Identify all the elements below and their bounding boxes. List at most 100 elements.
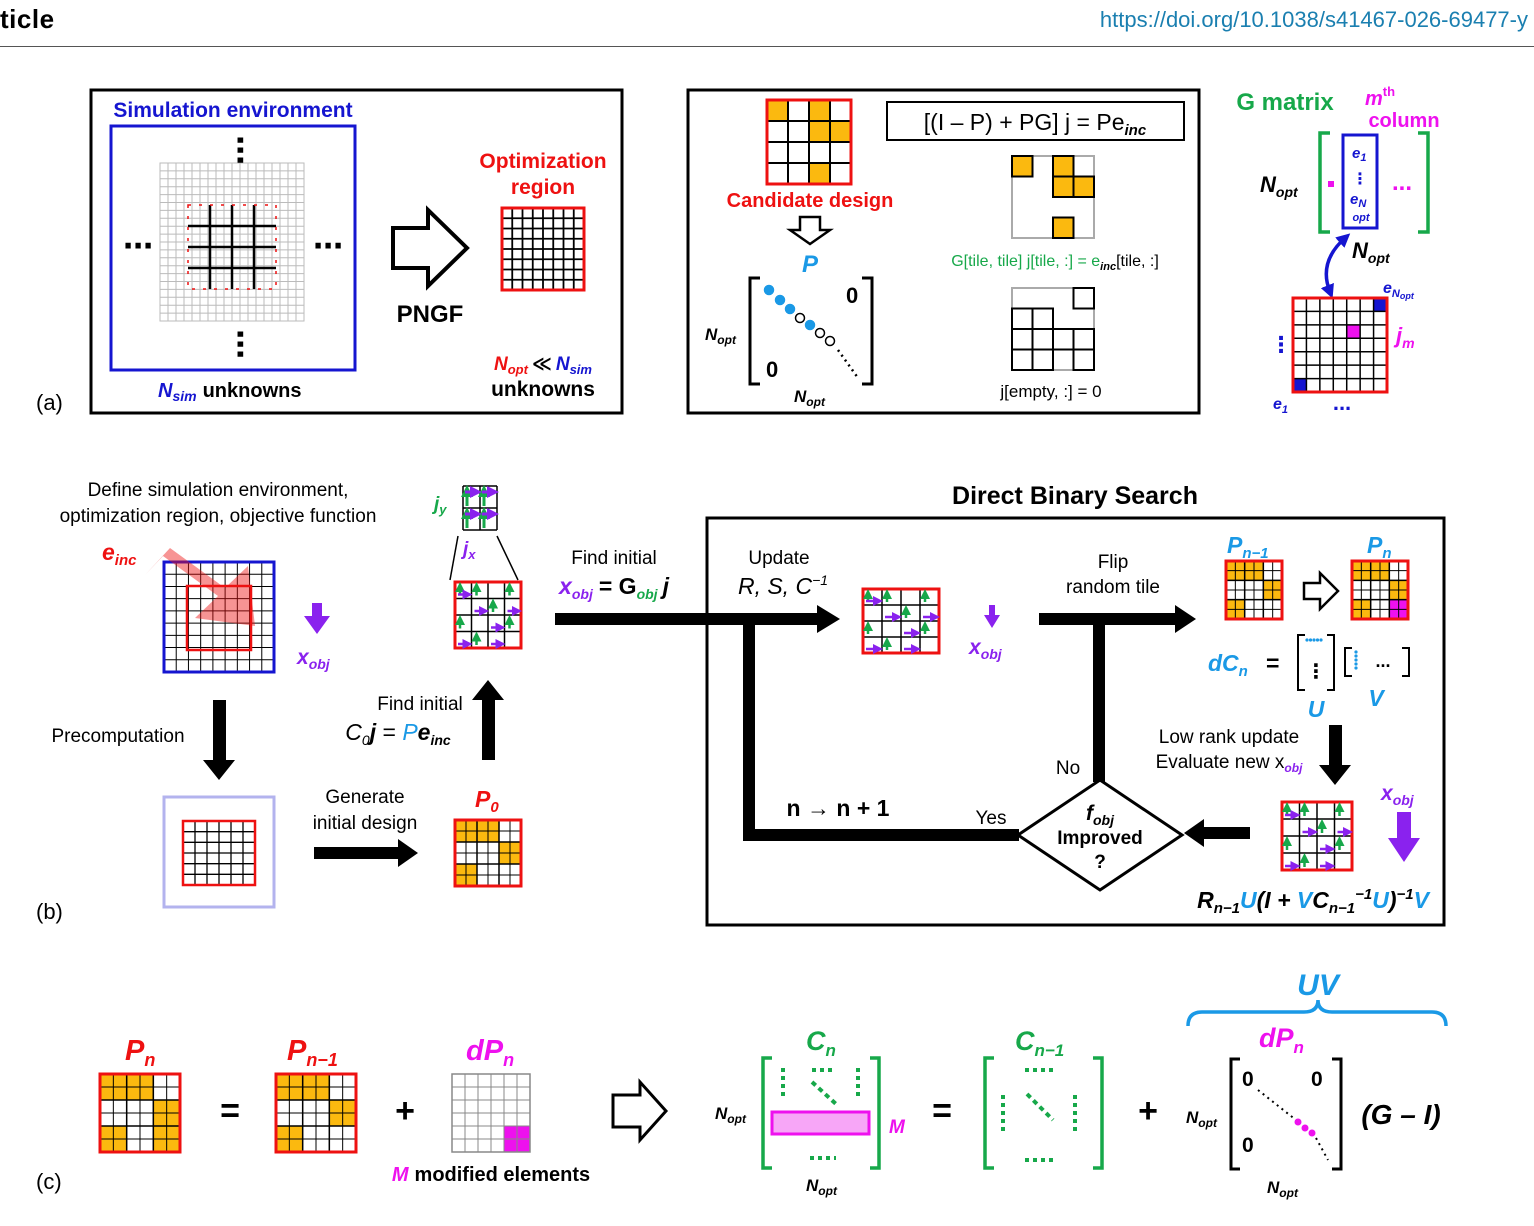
empty-cell [1031, 307, 1054, 330]
grid-cell-fill [1293, 378, 1307, 392]
v-dot [1354, 654, 1358, 658]
v-dot [1354, 650, 1358, 654]
dpn-nopt-left: Nopt [1186, 1108, 1218, 1130]
grid-cell-fill [1346, 324, 1361, 339]
flip-line1: Flip [1098, 552, 1129, 573]
jm-eN-label: eNopt [1383, 280, 1415, 301]
p-bracket-left [748, 276, 760, 386]
g-bracket-right [1418, 131, 1430, 234]
dpn-c-grid [451, 1073, 531, 1153]
cn-m-label: M [889, 1117, 906, 1138]
define-line2: optimization region, objective function [60, 506, 377, 527]
empty-cell [1011, 307, 1034, 330]
g-dot-left [1328, 181, 1334, 187]
update-label: Update [748, 548, 809, 569]
p-label: P [802, 251, 819, 278]
generate-arrow [314, 839, 418, 867]
empty-cell [1072, 348, 1095, 371]
grid-border [451, 1073, 531, 1153]
c-hollow-arrow [611, 1078, 669, 1144]
jm-e1-label: e1 [1273, 396, 1288, 416]
c0-equation: C0j = Peinc [345, 719, 451, 748]
pngf-label: PNGF [397, 301, 464, 328]
sim-grid [159, 162, 305, 322]
pn-c-grid [98, 1072, 182, 1154]
v-bracket [1344, 647, 1410, 677]
tile-cell [1052, 155, 1075, 178]
j-field-inset [461, 485, 499, 531]
xobj-down-arrow-3 [1388, 812, 1420, 862]
plus-c-1: + [395, 1092, 415, 1130]
improved-label: Improved [1057, 828, 1143, 849]
cn-bracket [761, 1056, 881, 1170]
grid-border [500, 206, 586, 292]
p0-label: P0 [475, 786, 499, 816]
cn-label: Cn [806, 1026, 836, 1060]
grid-border [162, 560, 276, 674]
uv-label: UV [1297, 969, 1342, 1002]
equation-box [886, 101, 1185, 141]
precomputed-grid [181, 819, 257, 887]
grid-border [1291, 296, 1389, 394]
jm-dots-bottom: ... [1333, 390, 1351, 415]
g-bracket-left [1318, 131, 1330, 234]
doi-link[interactable]: https://doi.org/10.1038/s41467-026-69477… [1099, 7, 1528, 32]
dbs-title: Direct Binary Search [952, 482, 1198, 510]
pn-arrow [1302, 569, 1340, 613]
u-bracket [1297, 634, 1335, 691]
sim-env-box [109, 124, 357, 372]
opt-region-grid [500, 206, 586, 292]
xobj-label-2: xobj [968, 636, 1003, 662]
jy-label: jy [431, 494, 447, 517]
empty-cell [1031, 328, 1054, 351]
g-eN-opt: opt [1352, 212, 1370, 224]
p-diagonal-element [794, 312, 806, 324]
decision-diamond [1015, 778, 1185, 892]
g-column-box [1341, 133, 1379, 230]
u-dot [1312, 638, 1316, 642]
grid-border [1350, 559, 1410, 621]
tile-cell [1052, 216, 1075, 239]
precomp-arrow [203, 700, 235, 780]
question-mark: ? [1094, 852, 1106, 873]
p-diagonal-element [774, 294, 786, 306]
tile-cell [1011, 155, 1034, 178]
dpn-zero-bl: 0 [1242, 1134, 1254, 1157]
pnm1-grid [1224, 559, 1284, 621]
define-opt-region [185, 584, 253, 652]
low-rank-1: Low rank update [1159, 727, 1300, 748]
cn-modified-rows [770, 1110, 871, 1136]
u-dot [1319, 638, 1323, 642]
p-matrix-zero-top: 0 [846, 283, 858, 308]
g-nopt-left: Nopt [1260, 172, 1299, 200]
u-dot [1308, 638, 1313, 642]
define-grid [162, 560, 276, 674]
g-nopt-bottom: Nopt [1352, 238, 1391, 266]
opt-region-line1: Optimization [479, 150, 606, 173]
panel-a-label: (a) [36, 390, 63, 415]
dpn-tail-diagonal [1315, 1137, 1329, 1161]
dpn-nonzero-element [1308, 1129, 1316, 1137]
dcn-label: dCn [1208, 650, 1248, 680]
panel-b: (b) Define simulation environment, optim… [36, 480, 1446, 927]
panel-b-label: (b) [36, 899, 63, 924]
pnm1-label: Pn−1 [1227, 532, 1269, 562]
grid-border [274, 1072, 358, 1154]
to-decision-arrow [1184, 819, 1250, 847]
v-dot [1354, 662, 1358, 666]
sim-opt-outline [187, 204, 277, 290]
cnm1-dots [1001, 1068, 1077, 1162]
v-dot [1354, 658, 1358, 662]
nopt-ll-nsim: Nopt≪Nsim [494, 354, 592, 377]
candidate-label: Candidate design [727, 190, 894, 212]
p-matrix-zero-bottom: 0 [766, 357, 778, 382]
grid-cell-fill [504, 1139, 517, 1152]
loop-line [743, 619, 755, 841]
dbs-grid-2 [1280, 800, 1354, 872]
generate-line2: initial design [313, 813, 418, 834]
no-label: No [1056, 758, 1080, 779]
dcn-eq: = [1266, 650, 1279, 676]
